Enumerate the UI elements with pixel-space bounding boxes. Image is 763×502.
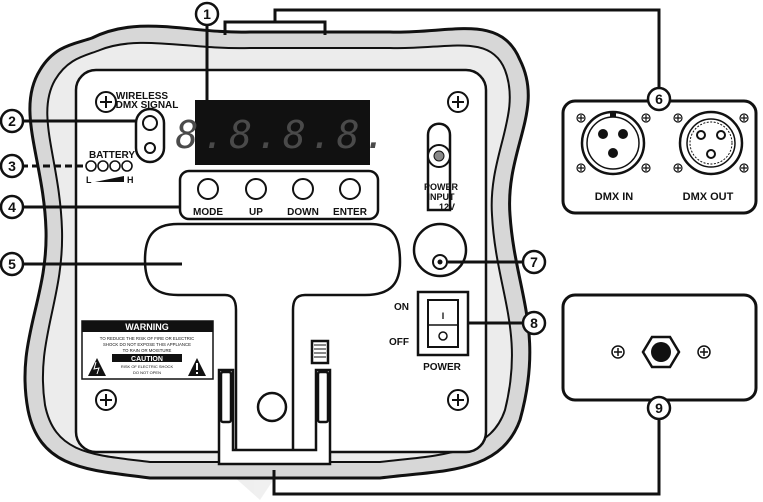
bracket-knob	[310, 339, 330, 365]
jack-screws	[611, 345, 711, 359]
screw-icon	[95, 389, 117, 411]
switch-off-label: OFF	[389, 337, 409, 348]
caution-title: CAUTION	[131, 356, 163, 363]
callout-5: 5	[0, 251, 25, 277]
leader-lines	[21, 8, 661, 496]
callout-8: 8	[521, 310, 547, 336]
button-panel	[178, 169, 380, 221]
switch-power-label: POWER	[423, 362, 462, 373]
svg-text:2: 2	[8, 113, 16, 129]
screw-icon	[447, 389, 469, 411]
leader-line-9	[272, 418, 661, 496]
xlr-pin-icon	[608, 148, 618, 158]
wireless-button-icon[interactable]	[144, 142, 156, 154]
callout-1: 1	[194, 1, 220, 27]
warning-line-3: TO RAIN OR MOISTURE	[123, 348, 172, 353]
xlr-socket-icon	[706, 149, 716, 159]
svg-text:5: 5	[8, 256, 16, 272]
enter-button[interactable]	[339, 178, 361, 200]
xlr-pin-icon	[598, 129, 608, 139]
screw-icon	[641, 113, 651, 123]
warning-line-1: TO REDUCE THE RISK OF FIRE OR ELECTRIC	[100, 336, 194, 341]
battery-led-icon	[97, 160, 109, 172]
leader-line-6	[273, 8, 661, 88]
panel-screws	[95, 91, 469, 411]
led-display	[195, 100, 370, 165]
callout-4: 4	[0, 194, 25, 220]
caution-line-1: RISK OF ELECTRIC SHOCK	[121, 364, 174, 369]
screw-icon	[673, 163, 683, 173]
battery-level-wedge-icon	[95, 176, 124, 182]
battery-high-label: H	[127, 175, 134, 185]
screw-icon	[673, 113, 683, 123]
power-input-label-3: 12V	[439, 202, 455, 212]
screw-icon	[447, 91, 469, 113]
screw-icon	[739, 113, 749, 123]
mode-button[interactable]	[197, 178, 219, 200]
battery-led-icon	[85, 160, 97, 172]
dmx-signal-label: DMX SIGNAL	[116, 100, 179, 111]
display-digits: 8.8.8.8.	[175, 113, 390, 157]
xlr-pin-icon	[618, 129, 628, 139]
svg-text:6: 6	[655, 91, 663, 107]
bracket-hole-icon	[256, 391, 288, 423]
dmx-out-connector[interactable]	[678, 110, 744, 176]
xlr-socket-icon	[716, 130, 726, 140]
screw-icon	[641, 163, 651, 173]
battery-low-label: L	[86, 175, 92, 185]
switch-off-glyph-icon	[438, 331, 448, 341]
switch-on-glyph: I	[442, 311, 445, 321]
screw-icon	[697, 345, 711, 359]
mode-label: MODE	[193, 207, 223, 218]
dmx-out-label: DMX OUT	[683, 191, 734, 203]
wireless-led-icon	[142, 115, 158, 131]
warning-label: WARNING TO REDUCE THE RISK OF FIRE OR EL…	[81, 320, 214, 380]
callout-3: 3	[0, 153, 25, 179]
callout-9: 9	[646, 395, 672, 421]
down-label: DOWN	[287, 207, 319, 218]
battery-led-icon	[109, 160, 121, 172]
warning-title: WARNING	[125, 322, 169, 332]
wireless-label: WIRELESS	[116, 91, 169, 102]
dmx-in-label: DMX IN	[595, 191, 634, 203]
battery-led-icon	[121, 160, 133, 172]
mounting-bracket	[217, 339, 332, 466]
screw-icon	[576, 113, 586, 123]
screw-icon	[739, 163, 749, 173]
warning-line-2: SHOCK DO NOT EXPOSE THIS APPLIANCE	[103, 342, 191, 347]
dmx-in-connector[interactable]	[580, 110, 646, 176]
callout-2: 2	[0, 108, 25, 134]
svg-text:3: 3	[8, 158, 16, 174]
power-rocker-switch[interactable]	[427, 299, 459, 348]
screw-icon	[95, 91, 117, 113]
switch-on-label: ON	[394, 302, 409, 313]
dmx-screws	[576, 113, 749, 173]
up-button[interactable]	[245, 178, 267, 200]
screw-icon	[611, 345, 625, 359]
enter-label: ENTER	[333, 207, 368, 218]
svg-text:4: 4	[8, 199, 16, 215]
battery-leds	[85, 160, 133, 172]
jack-connector[interactable]	[641, 335, 681, 369]
svg-text:7: 7	[530, 254, 538, 270]
power-input-label-1: POWER	[424, 182, 459, 192]
up-label: UP	[249, 207, 263, 218]
down-button[interactable]	[292, 178, 314, 200]
xlr-socket-icon	[696, 130, 706, 140]
caution-line-2: DO NOT OPEN	[133, 370, 161, 375]
svg-text:9: 9	[655, 400, 663, 416]
callout-markers: 1 2 3 4 5 6 7 8 9	[0, 1, 672, 421]
screw-icon	[576, 163, 586, 173]
callout-7: 7	[521, 249, 547, 275]
power-input-label-2: INPUT	[428, 192, 456, 202]
callout-6: 6	[646, 86, 672, 112]
svg-text:8: 8	[530, 315, 538, 331]
electric-hazard-icon	[88, 358, 106, 376]
battery-label: BATTERY	[89, 150, 135, 161]
svg-text:1: 1	[203, 6, 211, 22]
